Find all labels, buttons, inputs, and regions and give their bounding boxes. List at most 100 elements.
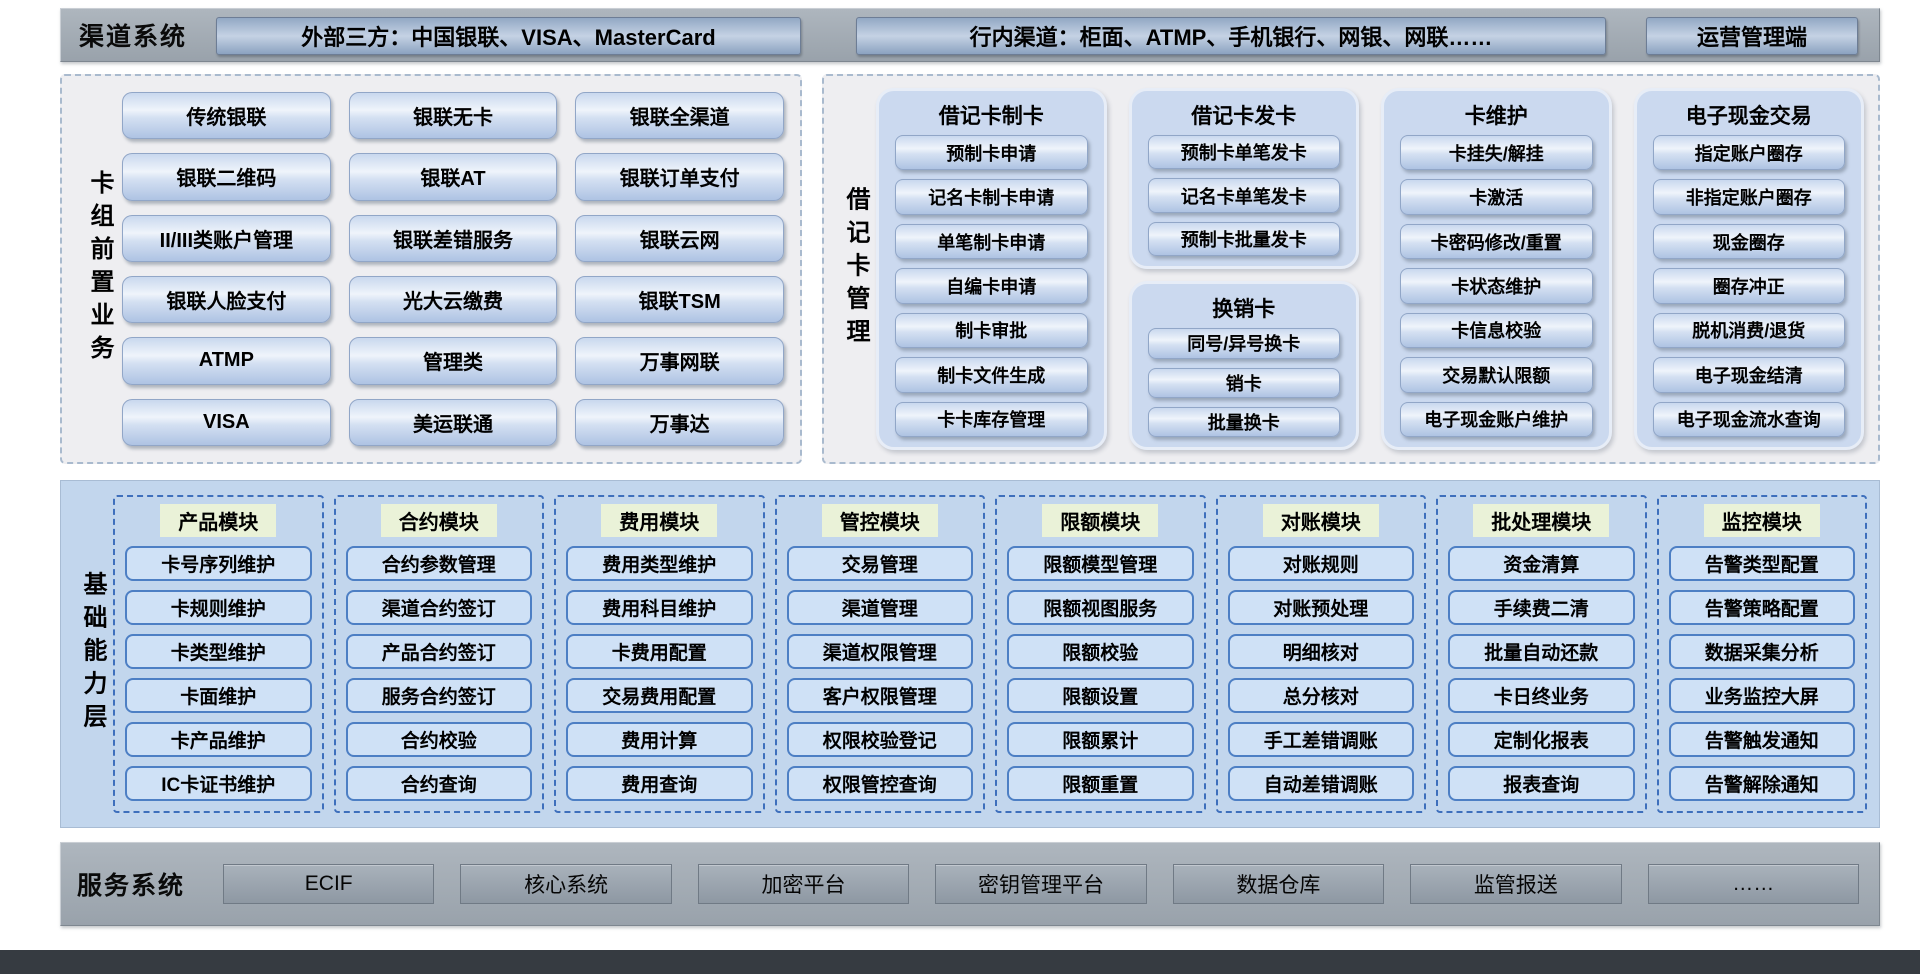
debit-card-item: 同号/异号换卡: [1147, 328, 1340, 359]
module-function-button: 费用科目维护: [566, 590, 753, 625]
module-function-button: 费用计算: [566, 722, 753, 757]
module-items: 对账规则对账预处理明细核对总分核对手工差错调账自动差错调账: [1227, 546, 1414, 801]
module-function-button: 数据采集分析: [1668, 634, 1855, 669]
module-function-button: IC卡证书维护: [125, 766, 312, 801]
card-front-button: 银联无卡: [348, 92, 558, 140]
module-title: 批处理模块: [1473, 504, 1610, 537]
module-function-button: 卡规则维护: [125, 590, 312, 625]
debit-card-item: 现金圈存: [1652, 223, 1845, 260]
module-function-button: 手工差错调账: [1227, 722, 1414, 757]
service-system-label: 服务系统: [77, 872, 186, 900]
card-front-button: 万事达: [575, 398, 784, 446]
module-function-button: 服务合约签订: [345, 678, 532, 713]
debit-group-column: 借记卡制卡 预制卡申请记名卡制卡申请单笔制卡申请自编卡申请制卡审批制卡文件生成卡…: [876, 88, 1107, 450]
module-title: 限额模块: [1042, 504, 1159, 537]
debit-card-item: 制卡审批: [895, 312, 1088, 349]
module-function-button: 卡日终业务: [1448, 678, 1635, 713]
module-function-button: 报表查询: [1448, 766, 1635, 801]
module-function-button: 告警策略配置: [1668, 590, 1855, 625]
module-items: 合约参数管理渠道合约签订产品合约签订服务合约签订合约校验合约查询: [345, 546, 532, 801]
module-title: 对账模块: [1262, 504, 1379, 537]
debit-card-label: 借记卡管理: [842, 186, 869, 352]
debit-group-column: 电子现金交易 指定账户圈存非指定账户圈存现金圈存圈存冲正脱机消费/退货电子现金结…: [1633, 88, 1864, 450]
module-items: 交易管理渠道管理渠道权限管理客户权限管理权限校验登记权限管控查询: [786, 546, 973, 801]
module-function-button: 限额累计: [1007, 722, 1194, 757]
debit-card-item: 预制卡申请: [895, 135, 1088, 171]
card-front-button: 银联二维码: [122, 153, 331, 201]
module-function-button: 明细核对: [1227, 634, 1414, 669]
module-function-button: 告警触发通知: [1668, 722, 1855, 757]
capability-layer-label: 基础能力层: [79, 571, 106, 737]
card-front-button: 银联云网: [575, 214, 784, 262]
module-function-button: 对账规则: [1227, 546, 1414, 581]
debit-card-item: 卡卡库存管理: [895, 401, 1088, 437]
debit-card-item: 预制卡批量发卡: [1147, 221, 1340, 257]
module-function-button: 客户权限管理: [786, 678, 973, 713]
module-items: 费用类型维护费用科目维护卡费用配置交易费用配置费用计算费用查询: [566, 546, 753, 801]
module-function-button: 费用类型维护: [566, 546, 753, 581]
debit-card-item: 卡信息校验: [1400, 312, 1593, 349]
group-card-production: 借记卡制卡 预制卡申请记名卡制卡申请单笔制卡申请自编卡申请制卡审批制卡文件生成卡…: [876, 88, 1107, 450]
module-function-button: 渠道权限管理: [786, 634, 973, 669]
card-front-button: ATMP: [122, 337, 331, 385]
group-items: 同号/异号换卡销卡批量换卡: [1142, 328, 1347, 437]
debit-card-item: 电子现金流水查询: [1652, 401, 1845, 437]
service-system-button: 数据仓库: [1172, 864, 1385, 904]
card-front-button: 银联全渠道: [575, 92, 784, 140]
channel-button-external-third-party: 外部三方：中国银联、VISA、MasterCard: [216, 17, 801, 55]
card-front-button: 银联AT: [348, 153, 558, 201]
module-function-button: 合约查询: [345, 766, 532, 801]
module-function-button: 交易管理: [786, 546, 973, 581]
group-items: 预制卡申请记名卡制卡申请单笔制卡申请自编卡申请制卡审批制卡文件生成卡卡库存管理: [889, 135, 1094, 437]
module-limit: 限额模块 限额模型管理限额视图服务限额校验限额设置限额累计限额重置: [995, 495, 1206, 813]
debit-card-item: 卡挂失/解挂: [1400, 135, 1593, 171]
card-front-button: 银联差错服务: [348, 214, 558, 262]
module-function-button: 限额模型管理: [1007, 546, 1194, 581]
channel-button-operations: 运营管理端: [1646, 17, 1858, 55]
group-title: 借记卡制卡: [938, 105, 1044, 128]
card-front-label: 卡组前置业务: [86, 170, 113, 368]
module-title: 合约模块: [380, 504, 497, 537]
module-function-button: 渠道合约签订: [345, 590, 532, 625]
card-front-button: 美运联通: [348, 398, 558, 446]
card-front-button: 银联订单支付: [575, 153, 784, 201]
debit-card-item: 非指定账户圈存: [1652, 179, 1845, 215]
module-items: 资金清算手续费二清批量自动还款卡日终业务定制化报表报表查询: [1448, 546, 1635, 801]
module-contract: 合约模块 合约参数管理渠道合约签订产品合约签订服务合约签订合约校验合约查询: [333, 495, 544, 813]
debit-card-item: 指定账户圈存: [1652, 135, 1845, 171]
module-function-button: 限额校验: [1007, 634, 1194, 669]
module-function-button: 告警类型配置: [1668, 546, 1855, 581]
module-function-button: 业务监控大屏: [1668, 678, 1855, 713]
module-function-button: 费用查询: [566, 766, 753, 801]
module-function-button: 总分核对: [1227, 678, 1414, 713]
module-function-button: 批量自动还款: [1448, 634, 1635, 669]
service-system-button: ……: [1647, 864, 1859, 904]
debit-card-panel: 借记卡管理 借记卡制卡 预制卡申请记名卡制卡申请单笔制卡申请自编卡申请制卡审批制…: [822, 74, 1880, 464]
module-function-button: 定制化报表: [1448, 722, 1635, 757]
module-function-button: 权限校验登记: [786, 722, 973, 757]
group-card-issuance: 借记卡发卡 预制卡单笔发卡记名卡单笔发卡预制卡批量发卡: [1128, 88, 1359, 270]
group-title: 换销卡: [1212, 298, 1276, 322]
debit-card-item: 圈存冲正: [1652, 268, 1845, 304]
debit-card-item: 电子现金账户维护: [1400, 401, 1593, 437]
service-system-button: 加密平台: [697, 864, 910, 904]
debit-card-item: 卡密码修改/重置: [1400, 223, 1593, 260]
module-function-button: 限额设置: [1007, 678, 1194, 713]
module-fee: 费用模块 费用类型维护费用科目维护卡费用配置交易费用配置费用计算费用查询: [554, 495, 765, 813]
service-system-button: 监管报送: [1410, 864, 1622, 904]
channel-system-bar: 渠道系统 外部三方：中国银联、VISA、MasterCard 行内渠道：柜面、A…: [60, 8, 1880, 62]
channel-button-internal-channels: 行内渠道：柜面、ATMP、手机银行、网银、网联……: [856, 17, 1606, 55]
module-function-button: 限额重置: [1007, 766, 1194, 801]
group-title: 借记卡发卡: [1191, 105, 1297, 128]
debit-group-column: 借记卡发卡 预制卡单笔发卡记名卡单笔发卡预制卡批量发卡 换销卡 同号/异号换卡销…: [1128, 88, 1359, 450]
debit-card-item: 单笔制卡申请: [895, 223, 1088, 260]
debit-card-item: 销卡: [1147, 367, 1340, 398]
debit-card-item: 批量换卡: [1147, 406, 1340, 437]
module-function-button: 卡号序列维护: [125, 546, 312, 581]
